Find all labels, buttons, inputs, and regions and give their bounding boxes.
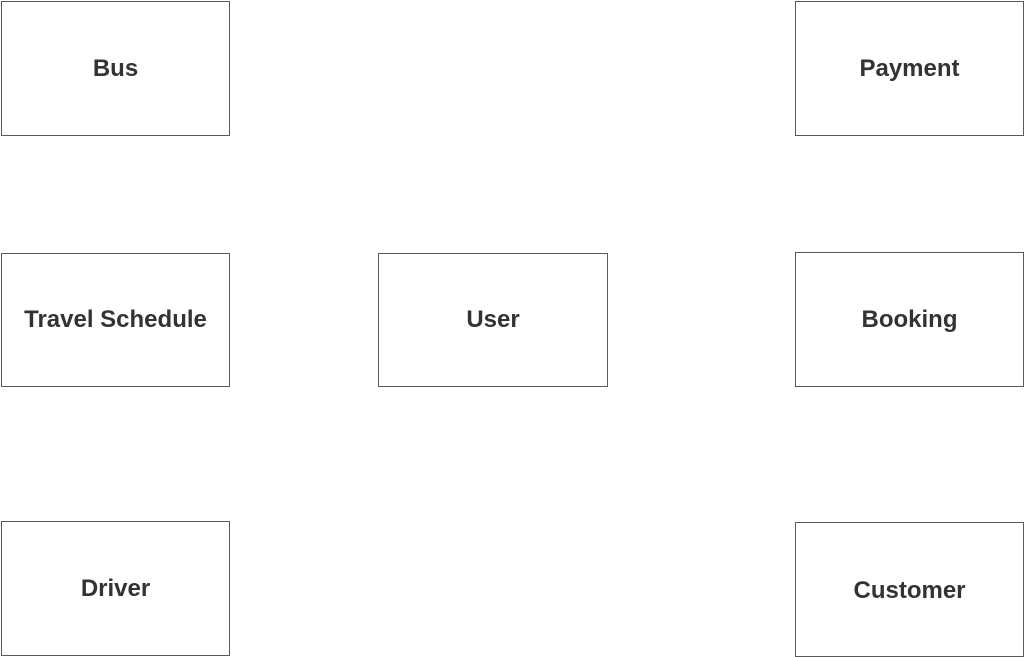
- entity-payment[interactable]: Payment: [795, 1, 1024, 136]
- entity-driver-label: Driver: [80, 574, 151, 602]
- entity-customer-label: Customer: [853, 576, 966, 604]
- entity-bus-label: Bus: [92, 55, 139, 82]
- entity-payment-label: Payment: [859, 54, 960, 82]
- entity-travel-schedule-label: Travel Schedule: [24, 306, 207, 333]
- entity-booking[interactable]: Booking: [795, 252, 1024, 387]
- entity-bus[interactable]: Bus: [1, 1, 230, 136]
- entity-user[interactable]: User: [378, 253, 608, 387]
- entity-driver[interactable]: Driver: [1, 521, 230, 656]
- entity-customer[interactable]: Customer: [795, 522, 1024, 657]
- entity-travel-schedule[interactable]: Travel Schedule: [1, 253, 230, 387]
- entity-booking-label: Booking: [861, 305, 958, 333]
- entity-user-label: User: [466, 306, 520, 333]
